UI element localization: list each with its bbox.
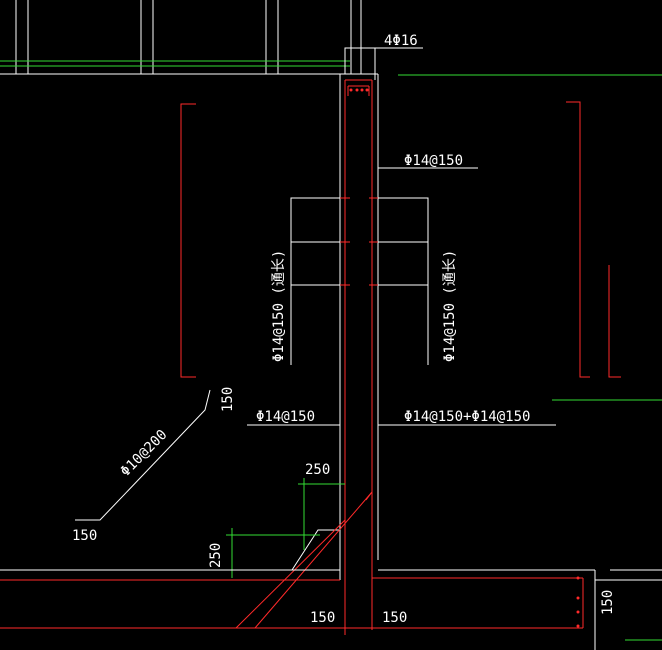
top-beam-grid [0,0,662,76]
distribution-bars [290,197,429,365]
bar-dot [355,88,359,92]
cover-right-dim: 150 [382,610,407,626]
wall-right-upper-label: Φ14@150 [404,153,463,169]
bar-dot [576,576,580,580]
bottom-slab [0,569,662,650]
cover-left-dim: 150 [310,610,335,626]
haunch-bar-label: Φ10@200 [118,427,171,480]
bar-dot [576,610,580,614]
haunch-bar [75,389,211,521]
wall-rebar [344,79,373,630]
top-bars-label: 4Φ16 [384,33,418,49]
bar-dot [576,624,580,628]
bar-dot [349,88,353,92]
wall-rebar-leaders [247,167,556,426]
haunch-width-dim: 250 [305,462,330,478]
dimension-lines [226,478,345,578]
haunch-height-dim: 250 [208,543,224,568]
bar-dot [576,596,580,600]
haunch [235,491,373,629]
wall-outline [339,73,379,580]
bar-dot [360,88,364,92]
bar-dot [365,88,369,92]
dist-left-label: Φ14@150 (通长) [271,250,287,362]
side-brackets [180,101,662,401]
wall-left-lower-label: Φ14@150 [256,409,315,425]
haunch-len-top-label: 150 [220,387,236,412]
wall-right-lower-label: Φ14@150+Φ14@150 [404,409,530,425]
dist-right-label: Φ14@150 (通长) [442,250,458,362]
slab-thickness-dim: 150 [600,590,616,615]
top-bars-leader [344,47,423,80]
haunch-len-bottom-label: 150 [72,528,97,544]
